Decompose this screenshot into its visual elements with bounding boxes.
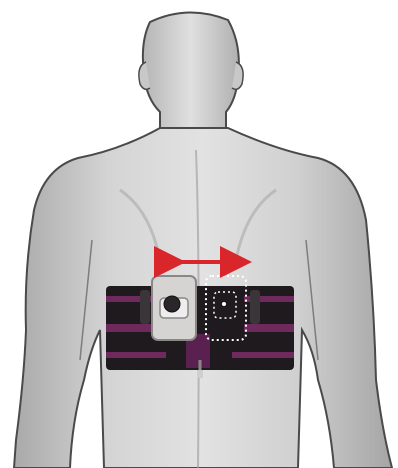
strap-stripe-mid-right [244, 324, 294, 332]
head [143, 12, 239, 132]
chest-strap [106, 286, 294, 370]
right-buckle [250, 290, 260, 324]
device-cable-tip [197, 370, 203, 378]
left-buckle [140, 290, 150, 324]
body-silhouette [14, 12, 392, 468]
device-knob [164, 296, 180, 312]
strap-stripe-bottom-right [232, 352, 294, 358]
strap-stripe-bottom-left [106, 352, 166, 358]
strap-stripe-mid-left [106, 324, 152, 332]
